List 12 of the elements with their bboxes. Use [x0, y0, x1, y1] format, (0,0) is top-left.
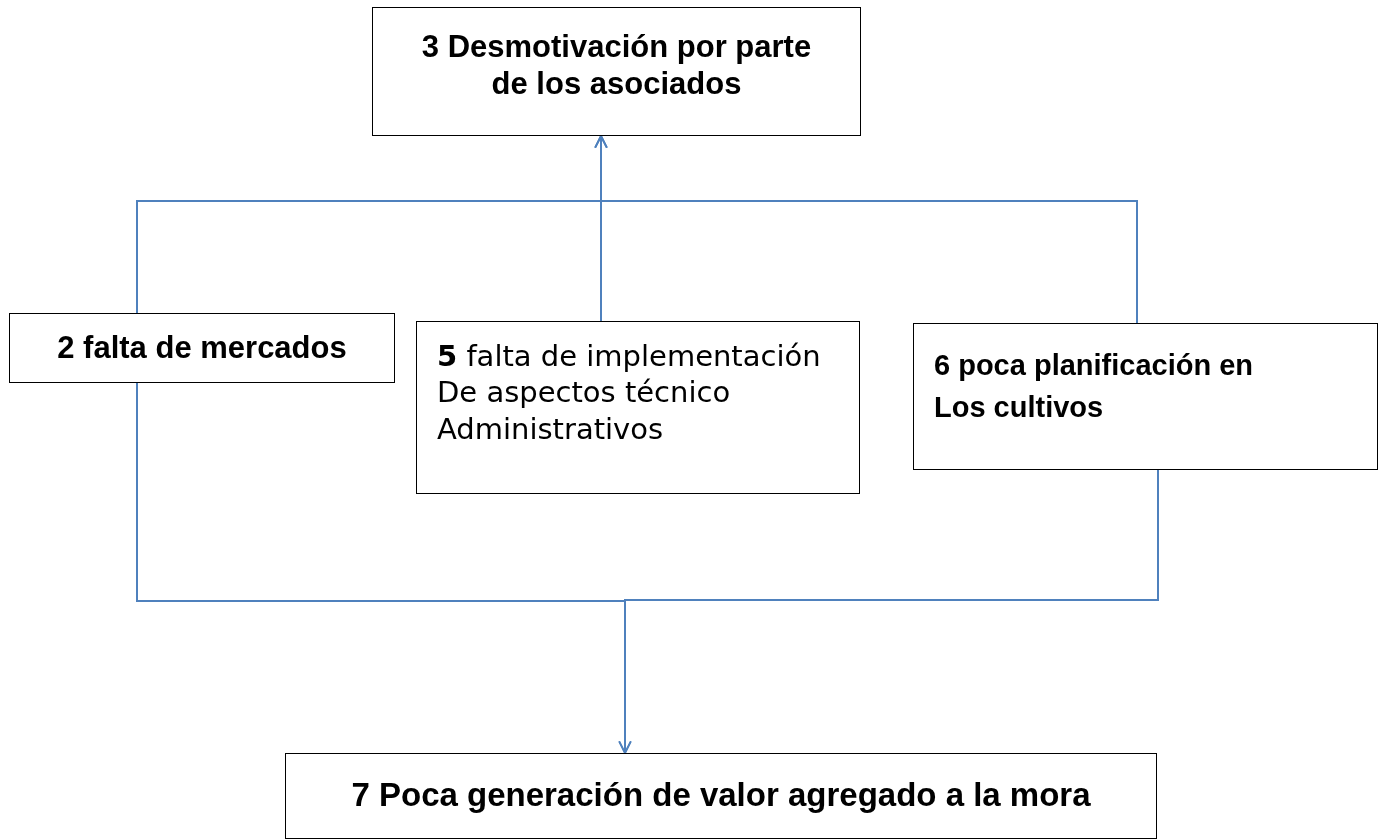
text-box [285, 753, 1157, 839]
box-label: 5 falta de implementación De aspectos técnico Administrativos [437, 338, 822, 447]
connector-arrow [594, 135, 1138, 324]
text-box [416, 321, 860, 494]
connector-arrow [618, 469, 1159, 754]
text-box [9, 313, 395, 383]
box-label: 6 poca planificación en Los cultivos [934, 348, 1255, 426]
box-label: 2 falta de mercados [57, 328, 347, 367]
text-box [913, 323, 1378, 470]
text-box [372, 7, 861, 136]
box-label: 3 Desmotivación por parte de los asociados [420, 28, 813, 103]
box-label: 7 Poca generación de valor agregado a la mora [351, 775, 1091, 815]
